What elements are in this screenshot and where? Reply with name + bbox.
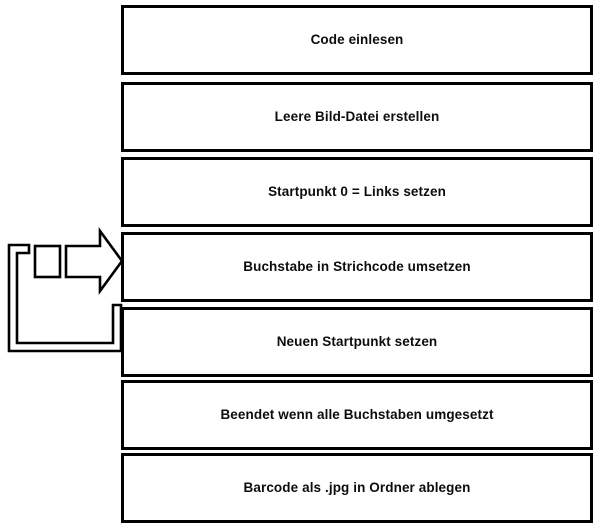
- flowchart-step-2-label: Leere Bild-Datei erstellen: [274, 108, 440, 124]
- flowchart-step-3-label: Startpunkt 0 = Links setzen: [268, 183, 446, 199]
- loop-back-arrow-icon: [7, 227, 124, 353]
- flowchart-step-5[interactable]: Neuen Startpunkt setzen: [121, 307, 593, 377]
- flowchart-step-7-label: Barcode als .jpg in Ordner ablegen: [243, 479, 471, 495]
- loop-path-segment: [33, 244, 62, 279]
- flowchart-step-7[interactable]: Barcode als .jpg in Ordner ablegen: [121, 453, 593, 523]
- flowchart-step-2[interactable]: Leere Bild-Datei erstellen: [121, 82, 593, 152]
- loop-back-connector: [0, 227, 125, 356]
- flowchart-step-6[interactable]: Beendet wenn alle Buchstaben umgesetzt: [121, 380, 593, 450]
- arrow-right-icon: [64, 227, 124, 295]
- flowchart-step-1-label: Code einlesen: [310, 31, 404, 47]
- flowchart-step-3[interactable]: Startpunkt 0 = Links setzen: [121, 157, 593, 227]
- loop-path-bracket: [7, 243, 123, 353]
- flowchart-step-4[interactable]: Buchstabe in Strichcode umsetzen: [121, 232, 593, 302]
- flowchart-step-1[interactable]: Code einlesen: [121, 5, 593, 75]
- flowchart-step-6-label: Beendet wenn alle Buchstaben umgesetzt: [220, 406, 494, 422]
- flowchart-step-4-label: Buchstabe in Strichcode umsetzen: [243, 258, 471, 274]
- flowchart-step-5-label: Neuen Startpunkt setzen: [276, 333, 438, 349]
